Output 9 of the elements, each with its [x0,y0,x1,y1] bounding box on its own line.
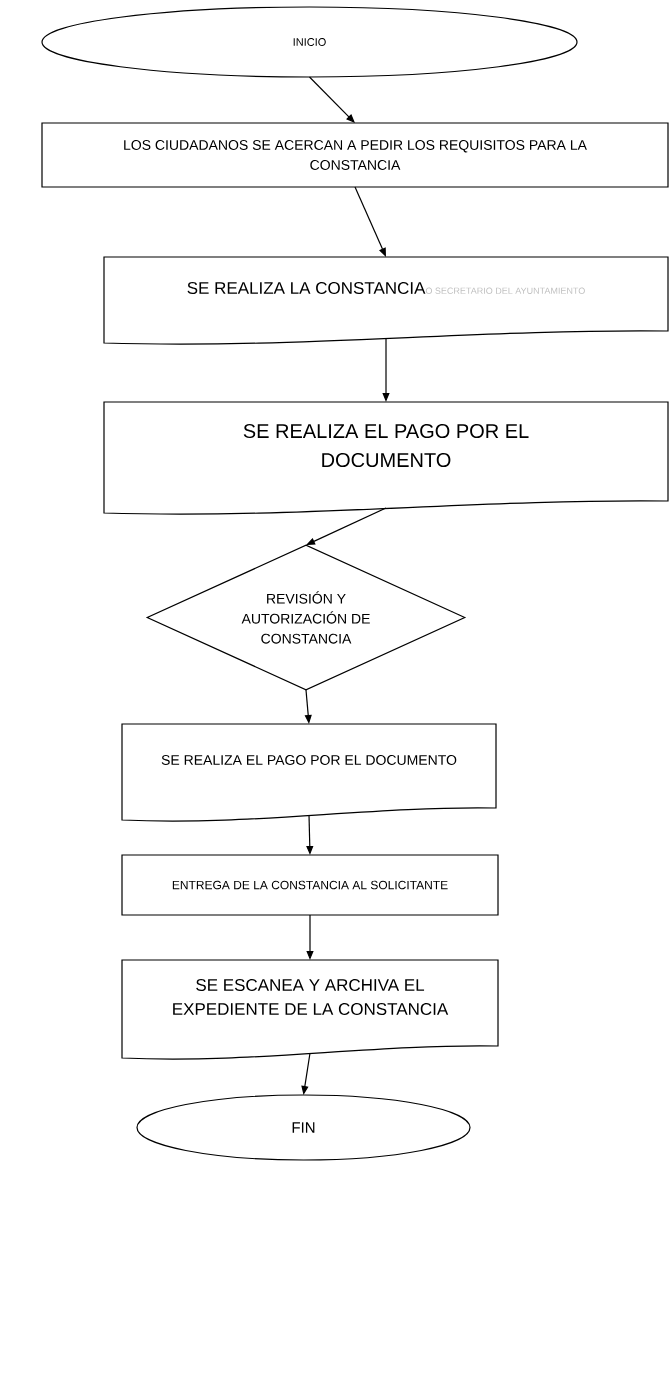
document-box: SE REALIZA EL PAGO POR EL DOCUMENTO [103,401,669,515]
arrow [308,76,355,123]
arrow [354,186,386,257]
document-box: SE REALIZA LA CONSTANCIAO SECRETARIO DEL AYUNTAMIENTO [103,256,669,345]
arrow [306,507,387,545]
document-box: SE ESCANEA Y ARCHIVA EL EXPEDIENTE DE LA CONSTANCIA [121,959,499,1060]
process-box: LOS CIUDADANOS SE ACERCAN A PEDIR LOS REQUISITOS PARA LA CONSTANCIA [41,122,669,188]
document-box: SE REALIZA EL PAGO POR EL DOCUMENTO [121,723,497,822]
process-box: ENTREGA DE LA CONSTANCIA AL SOLICITANTE [121,854,499,916]
